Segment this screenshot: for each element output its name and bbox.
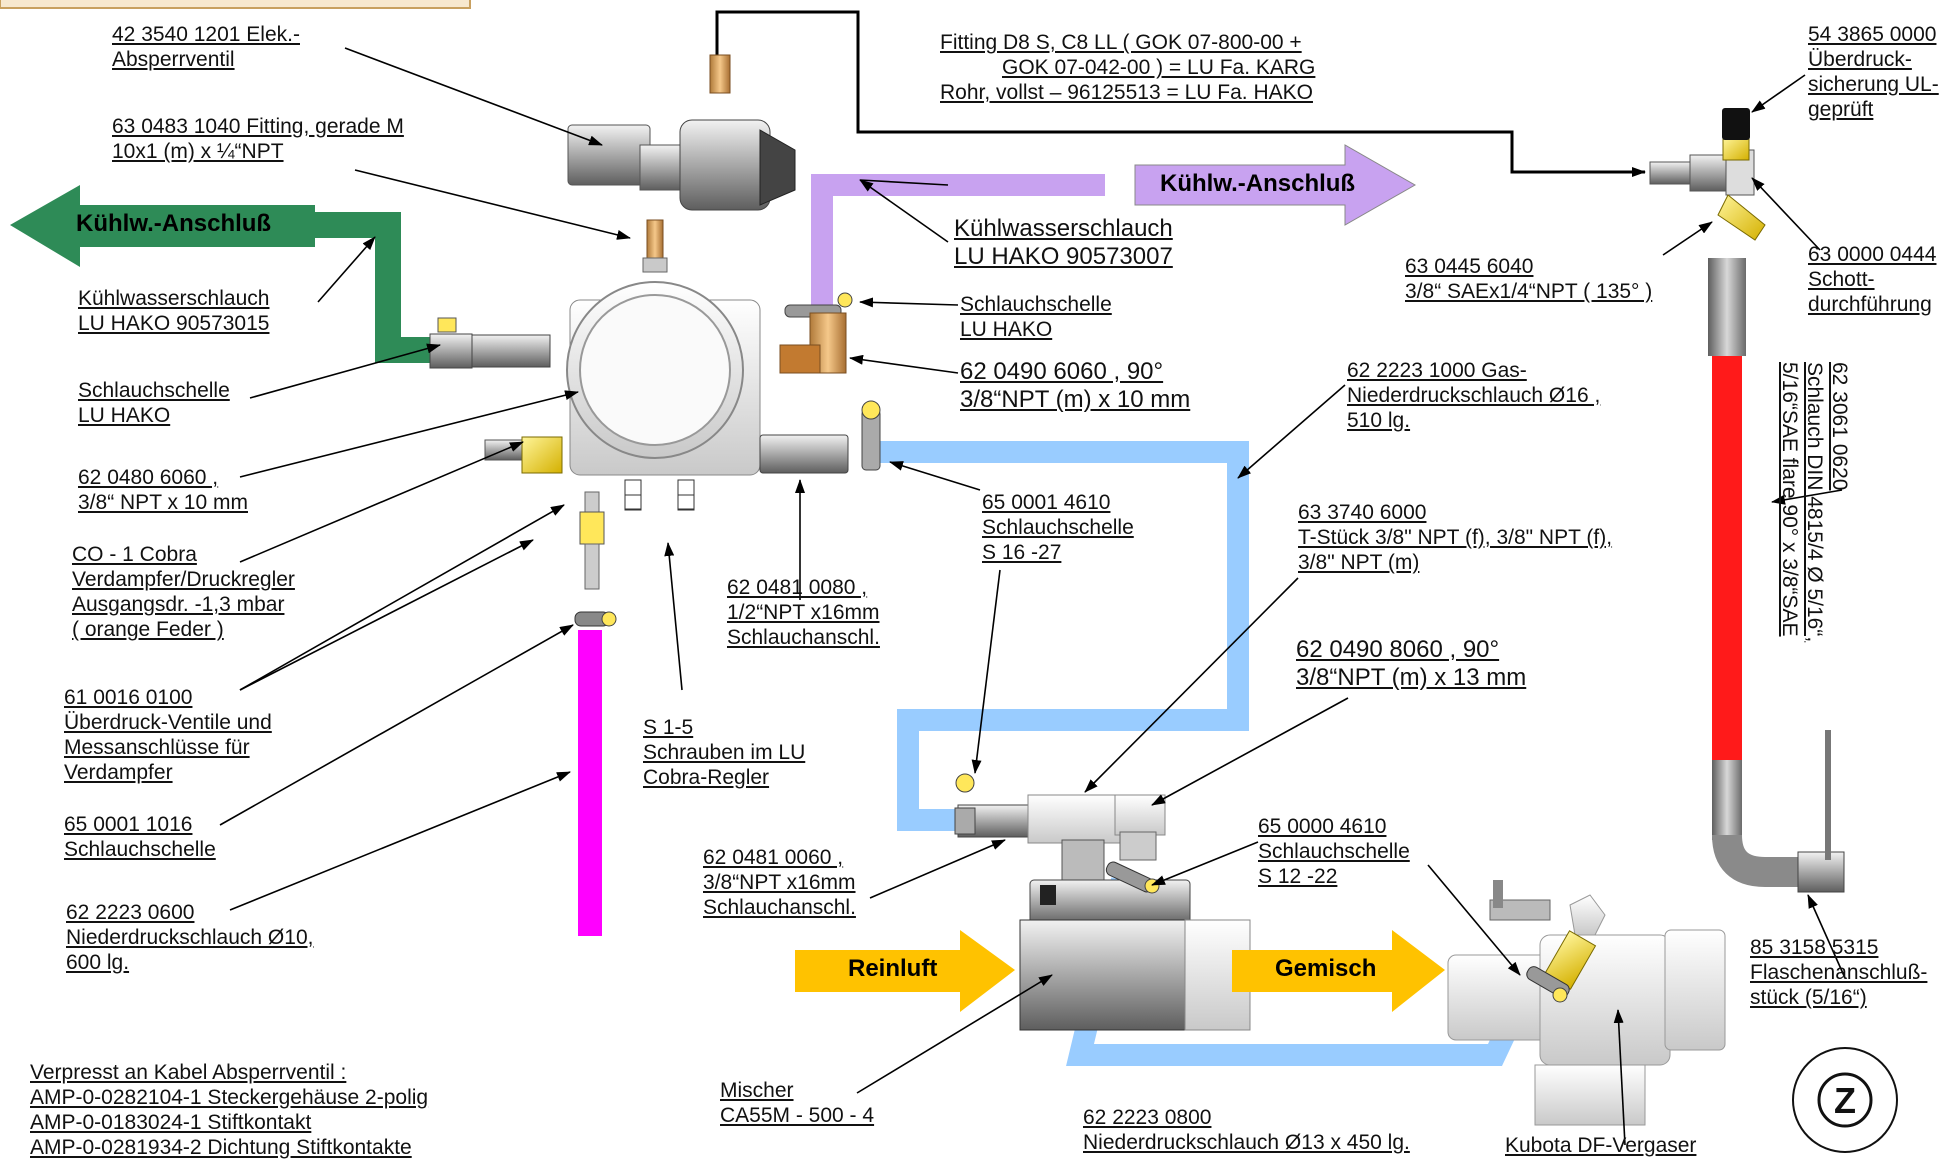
label-kubota: Kubota DF-Vergaser — [1505, 1134, 1697, 1157]
green-coolant-hose — [315, 212, 445, 363]
magenta-hose-10 — [578, 630, 602, 936]
ul-overpressure-valve — [1649, 108, 1766, 241]
reinluft-label: Reinluft — [848, 955, 938, 982]
label-fitting-d8: Fitting D8 S, C8 LL ( GOK 07-800-00 +GOK… — [940, 31, 1316, 104]
leader-lines — [219, 47, 1846, 1146]
overpressure-valves — [574, 491, 617, 627]
yellow-fitting-6060 — [484, 436, 563, 474]
kuehlw-right-arrow — [1134, 144, 1417, 226]
lilac-coolant-hose — [811, 174, 1105, 325]
approval-stamp: Z — [1792, 1047, 1898, 1153]
label-absperrventil: 42 3540 1201 Elek.-Absperrventil — [112, 23, 300, 71]
label-fitting-90-6060: 62 0490 6060 , 90°3/8“NPT (m) x 10 mm — [960, 358, 1191, 413]
label-fitting-6060: 62 0480 6060 ,3/8“ NPT x 10 mm — [78, 466, 248, 514]
cobra-regulator — [566, 219, 761, 476]
fitting-0080 — [759, 400, 881, 474]
red-hose — [1712, 352, 1742, 762]
label-verpresst: Verpresst an Kabel Absperrventil :AMP-0-… — [30, 1061, 429, 1159]
t-piece-fitting — [954, 773, 1166, 861]
screws-s1-5 — [624, 479, 695, 511]
kuehlw-right-label: Kühlw.-Anschluß — [1160, 170, 1356, 197]
reinluft-arrow — [795, 930, 1015, 1012]
stamp-letter: Z — [1834, 1080, 1856, 1121]
mixer-ca55m — [1019, 839, 1251, 1031]
shutoff-valve — [567, 54, 796, 211]
kubota-carburettor — [1447, 880, 1726, 1126]
brass-elbow-6060 — [779, 292, 853, 374]
title-bar-edge — [0, 0, 471, 9]
gemisch-arrow — [1232, 930, 1445, 1012]
red-hose-elbow — [1712, 834, 1800, 887]
bottle-connector-nut — [1797, 851, 1845, 893]
kuehlw-left-label: Kühlw.-Anschluß — [76, 210, 272, 237]
label-fitting-90-8060: 62 0490 8060 , 90°3/8“NPT (m) x 13 mm — [1296, 636, 1527, 691]
red-hose-lower-fitting — [1712, 760, 1742, 840]
bottle-bracket — [1825, 730, 1831, 860]
label-gas-niederdruck: 62 2223 1000 Gas-Niederdruckschlauch Ø16… — [1347, 359, 1601, 432]
gemisch-label: Gemisch — [1275, 955, 1377, 982]
fitting-pipe-line — [715, 10, 1646, 177]
red-hose-upper-fitting — [1708, 258, 1746, 356]
blue-gas-hose-16 — [870, 441, 1249, 831]
left-hose-fitting — [429, 317, 551, 369]
kuehlw-left-arrow — [10, 185, 315, 267]
